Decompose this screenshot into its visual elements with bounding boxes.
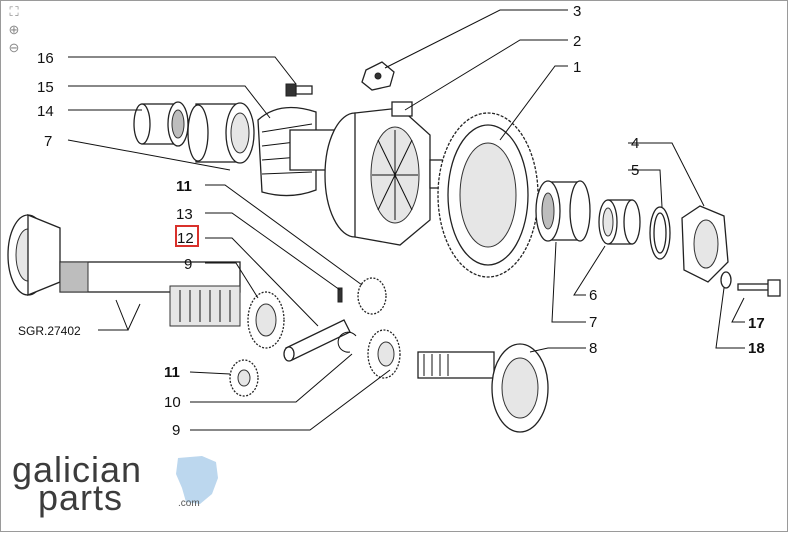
callout-9-bottom[interactable]: 9 xyxy=(172,422,180,439)
logo-text-line2: parts xyxy=(38,477,124,518)
reference-code: SGR.27402 xyxy=(18,324,81,338)
side-gear-part-9-top xyxy=(247,291,285,349)
fullscreen-icon[interactable]: ⛶ xyxy=(9,4,19,19)
circlip-part-10 xyxy=(337,331,357,353)
callout-5[interactable]: 5 xyxy=(631,162,639,179)
side-gear-part-9-bottom xyxy=(367,329,401,379)
shaft-part-12 xyxy=(283,319,351,362)
callout-6[interactable]: 6 xyxy=(589,287,597,304)
callout-11-top[interactable]: 11 xyxy=(176,178,192,195)
callout-16[interactable]: 16 xyxy=(37,50,54,67)
crown-gear-part-1 xyxy=(437,112,539,278)
callout-4[interactable]: 4 xyxy=(631,135,639,152)
zoom-out-icon[interactable]: ⊖ xyxy=(8,40,20,55)
differential-housing-part-2 xyxy=(289,101,461,246)
galicianparts-logo: galician parts .com xyxy=(12,452,222,518)
shim-part-5 xyxy=(649,206,671,260)
selected-callout-highlight xyxy=(175,225,199,247)
callout-18[interactable]: 18 xyxy=(748,340,765,357)
logo-text-line1: galician xyxy=(12,449,143,490)
bearing-part-7-left xyxy=(187,102,255,164)
callout-15[interactable]: 15 xyxy=(37,79,54,96)
galicia-map-icon xyxy=(176,456,218,504)
pin-part-13 xyxy=(337,287,343,303)
bearing-part-7-right xyxy=(535,180,591,242)
callout-7-right[interactable]: 7 xyxy=(589,314,597,331)
nut-part-3 xyxy=(361,61,395,91)
leader-lines xyxy=(67,9,745,431)
bearing-cup-part-6 xyxy=(598,199,641,245)
logo-text-suffix: .com xyxy=(178,498,200,509)
axle-shaft-left xyxy=(7,214,241,327)
pinion-part-11-bottom xyxy=(229,359,259,397)
viewer-toolbar: ⛶ ⊕ ⊖ xyxy=(6,4,22,56)
callout-13[interactable]: 13 xyxy=(176,206,193,223)
callout-3[interactable]: 3 xyxy=(573,3,581,20)
flange-cover-part-4 xyxy=(681,205,729,283)
bearing-part-14 xyxy=(133,101,189,147)
callout-12[interactable]: 12 xyxy=(177,230,194,247)
output-flange-part-8 xyxy=(417,343,549,433)
callout-7-left[interactable]: 7 xyxy=(44,133,52,150)
callout-10[interactable]: 10 xyxy=(164,394,181,411)
callout-9-top[interactable]: 9 xyxy=(184,256,192,273)
bolt-part-16 xyxy=(285,83,313,97)
callout-14[interactable]: 14 xyxy=(37,103,54,120)
callout-2[interactable]: 2 xyxy=(573,33,581,50)
bolt-part-17 xyxy=(737,279,781,297)
callout-17[interactable]: 17 xyxy=(748,315,765,332)
callout-11-bottom[interactable]: 11 xyxy=(164,364,180,381)
washer-part-18 xyxy=(720,271,732,289)
callout-8[interactable]: 8 xyxy=(589,340,597,357)
zoom-in-icon[interactable]: ⊕ xyxy=(8,22,20,37)
callout-1[interactable]: 1 xyxy=(573,59,581,76)
pinion-part-11-top xyxy=(357,277,387,315)
